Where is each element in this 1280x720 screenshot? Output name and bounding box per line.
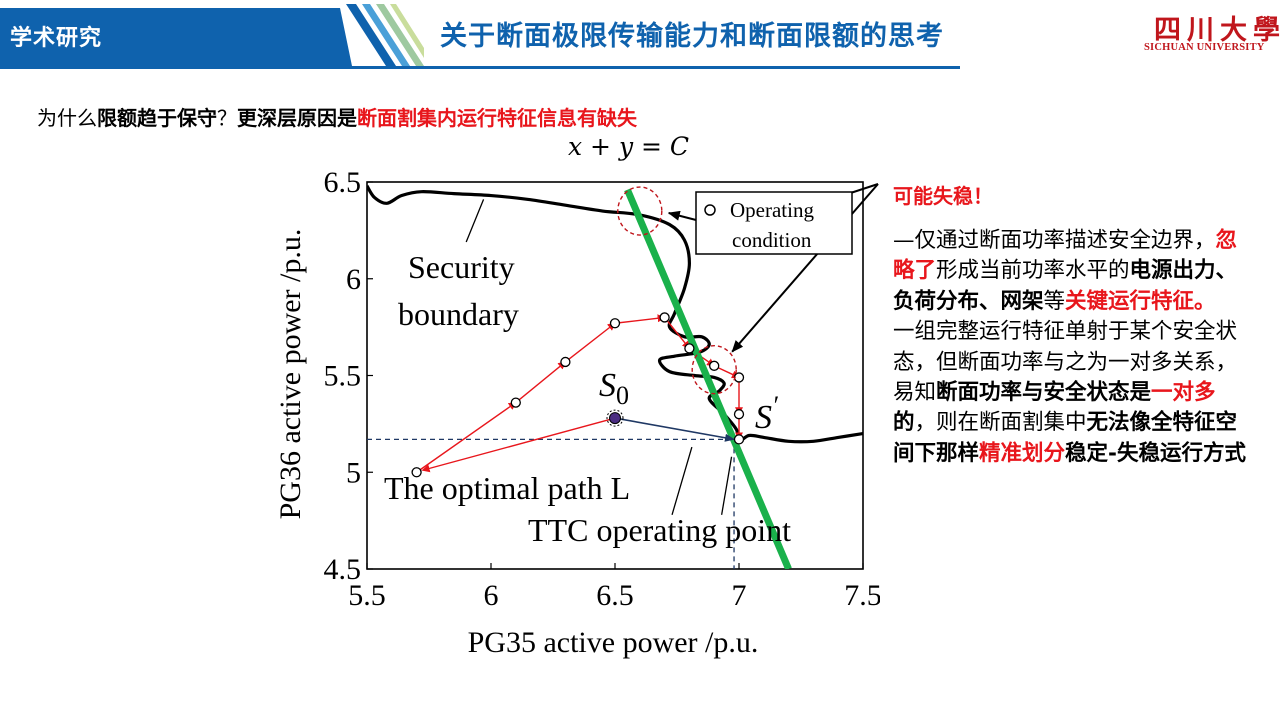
operating-path-segment — [564, 322, 616, 363]
y-tick-label: 5 — [346, 456, 361, 489]
explain-red: 关键运行特征。 — [1065, 288, 1216, 314]
section-tag-label: 学术研究 — [10, 26, 103, 51]
legend-label-line1: Operating — [730, 198, 814, 222]
question-line: 为什么限额趋于保守？更深层原因是断面割集内运行特征信息有缺失 — [37, 102, 637, 131]
operating-point — [684, 343, 695, 354]
ttc-label: TTC operating point — [528, 512, 791, 548]
question-highlight: 更深层原因是 — [237, 106, 357, 130]
s0-subscript: 0 — [616, 381, 629, 410]
s0-point — [609, 412, 621, 425]
operating-point — [560, 356, 571, 368]
x-tick-label: 6.5 — [596, 579, 634, 612]
operating-point — [411, 467, 422, 478]
legend: Operating condition — [695, 191, 853, 255]
explain-red: 一对多 — [1151, 380, 1216, 406]
header-divider — [0, 66, 960, 69]
optimal-path-label: The optimal path L — [384, 470, 630, 506]
x-tick-label: 5.5 — [348, 579, 386, 612]
callout-arrow-lower — [731, 183, 879, 353]
y-tick-label: 6 — [346, 263, 361, 296]
operating-point — [733, 372, 745, 383]
y-tick-label: 6.5 — [324, 166, 362, 199]
legend-label-line2: condition — [732, 228, 812, 252]
university-logo: 四川大學 SICHUAN UNIVERSITY — [1144, 8, 1280, 60]
security-leader — [465, 199, 485, 243]
s-prime-mark: ′ — [772, 391, 778, 420]
x-axis-label: PG35 active power /p.u. — [468, 626, 759, 659]
legend-box — [695, 191, 853, 255]
explain-text: —仅通过断面功率描述安全边界， — [893, 228, 1216, 253]
s0-main: S — [599, 367, 616, 404]
explanation-text: —仅通过断面功率描述安全边界，忽略了形成当前功率水平的电源出力、负荷分布、网架等… — [893, 226, 1248, 469]
security-boundary-chart: 5.5 6 6.5 7 7.5 4.5 5 5.5 6 6.5 PG35 active power… — [274, 166, 881, 659]
header-bar: 学术研究 关于断面极限传输能力和断面限额的思考 四川大學 SICHUAN UNI… — [0, 0, 1280, 70]
s0-halo — [606, 409, 624, 427]
ttc-leader — [720, 456, 733, 515]
optimal-path-leader — [671, 446, 693, 516]
x-tick-label: 7.5 — [844, 579, 880, 612]
question-part: ？ — [217, 106, 237, 130]
y-axis-label: PG36 active power /p.u. — [274, 229, 307, 520]
explain-text: 等 — [1043, 288, 1066, 314]
logo-chinese: 四川大學 — [1154, 15, 1280, 46]
s-prime-main: S — [755, 399, 772, 436]
operating-point — [609, 318, 621, 329]
s0-label: S0 — [599, 367, 629, 410]
operating-path-segment — [664, 317, 691, 350]
explain-text: 形成当前功率水平的 — [936, 258, 1130, 284]
operating-point — [733, 434, 745, 445]
x-tick-label: 6 — [484, 579, 499, 612]
operating-point — [733, 409, 745, 420]
explain-bold: 稳定-失稳运行方式 — [1065, 440, 1246, 466]
boundary-label: boundary — [398, 296, 519, 332]
question-part: 为什么 — [37, 106, 97, 130]
decorative-stripes-icon — [346, 4, 424, 66]
instability-ellipse — [691, 344, 737, 395]
plot-area: 5.5 6 6.5 7 7.5 4.5 5 5.5 6 6.5 — [324, 166, 881, 612]
explain-bold: 电源出力、负荷分布、网架 — [893, 258, 1238, 314]
operating-path-segment — [515, 361, 567, 404]
explain-text: 一组完整运行特征单射于某个安全状态，但断面功率与之为一对多关系，易知 — [893, 319, 1238, 406]
operating-point — [510, 397, 521, 408]
operating-path-segment — [416, 402, 517, 473]
operating-path-segment — [614, 314, 666, 324]
question-red-highlight: 断面割集内运行特征信息有缺失 — [357, 106, 637, 130]
logo-english: SICHUAN UNIVERSITY — [1144, 42, 1265, 53]
page-title: 关于断面极限传输能力和断面限额的思考 — [440, 21, 944, 52]
operating-point — [709, 360, 720, 371]
explain-bold: 断面功率与安全状态是 — [936, 380, 1152, 406]
operating-point — [659, 312, 670, 323]
y-tick-label: 4.5 — [324, 553, 362, 586]
explain-text: ，则在断面割集中 — [914, 410, 1087, 436]
y-tick-label: 5.5 — [324, 360, 362, 393]
instability-ellipse — [617, 186, 663, 236]
explain-bold: 的 — [893, 410, 915, 436]
explain-red: 忽略了 — [893, 228, 1238, 284]
equation: x + y = C — [568, 132, 690, 161]
optimal-path-arrow — [614, 417, 736, 442]
explain-bold: 无法像全特征空间下那样 — [893, 410, 1238, 466]
x-tick-label: 7 — [732, 579, 747, 612]
plot-clip-group — [367, 185, 863, 569]
equal-sum-line — [624, 188, 792, 569]
legend-marker — [704, 204, 716, 216]
explain-red: 精准划分 — [979, 440, 1066, 466]
s-prime-label: S′ — [755, 391, 778, 436]
start-arrow — [421, 417, 616, 473]
security-label: Security — [408, 249, 515, 285]
section-tag — [0, 8, 352, 66]
question-highlight: 限额趋于保守 — [97, 106, 217, 130]
warning-label: 可能失稳！ — [893, 184, 993, 208]
